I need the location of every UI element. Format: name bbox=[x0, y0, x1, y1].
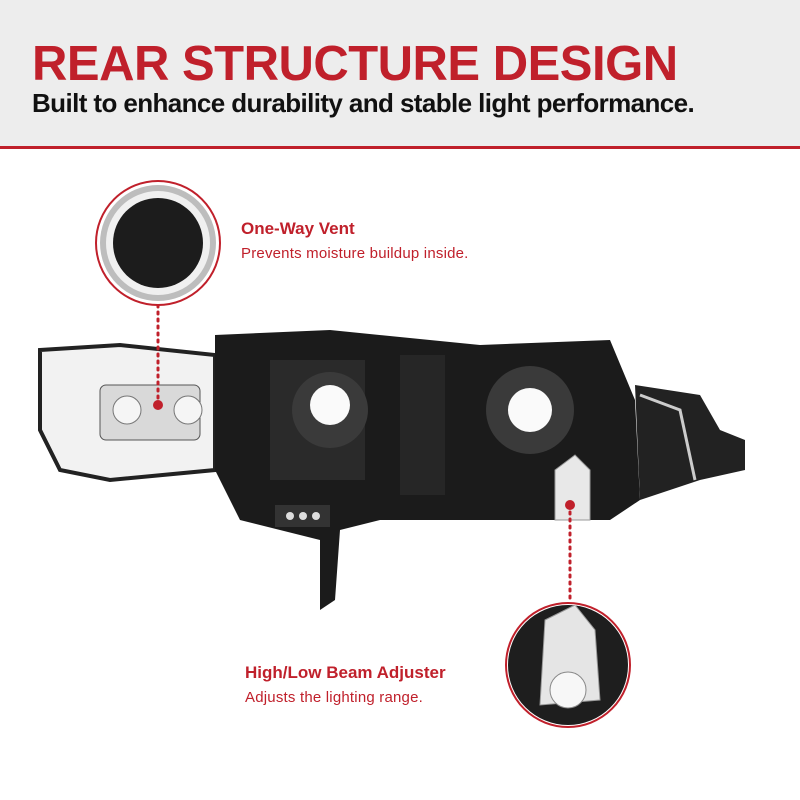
vent-callout-title: One-Way Vent bbox=[241, 219, 355, 238]
adjuster-marker-dot bbox=[565, 500, 575, 510]
page-subtitle: Built to enhance durability and stable l… bbox=[32, 88, 695, 118]
vent-callout-description: Prevents moisture buildup inside. bbox=[241, 245, 469, 262]
adjuster-callout-title: High/Low Beam Adjuster bbox=[245, 663, 446, 682]
adjuster-closeup-image bbox=[505, 602, 631, 728]
header-banner bbox=[0, 0, 800, 146]
adjuster-callout-description: Adjusts the lighting range. bbox=[245, 689, 424, 706]
page-title: REAR STRUCTURE DESIGN bbox=[32, 37, 678, 91]
header-divider bbox=[0, 146, 800, 149]
vent-closeup-image bbox=[95, 180, 221, 306]
vent-marker-dot bbox=[153, 400, 163, 410]
